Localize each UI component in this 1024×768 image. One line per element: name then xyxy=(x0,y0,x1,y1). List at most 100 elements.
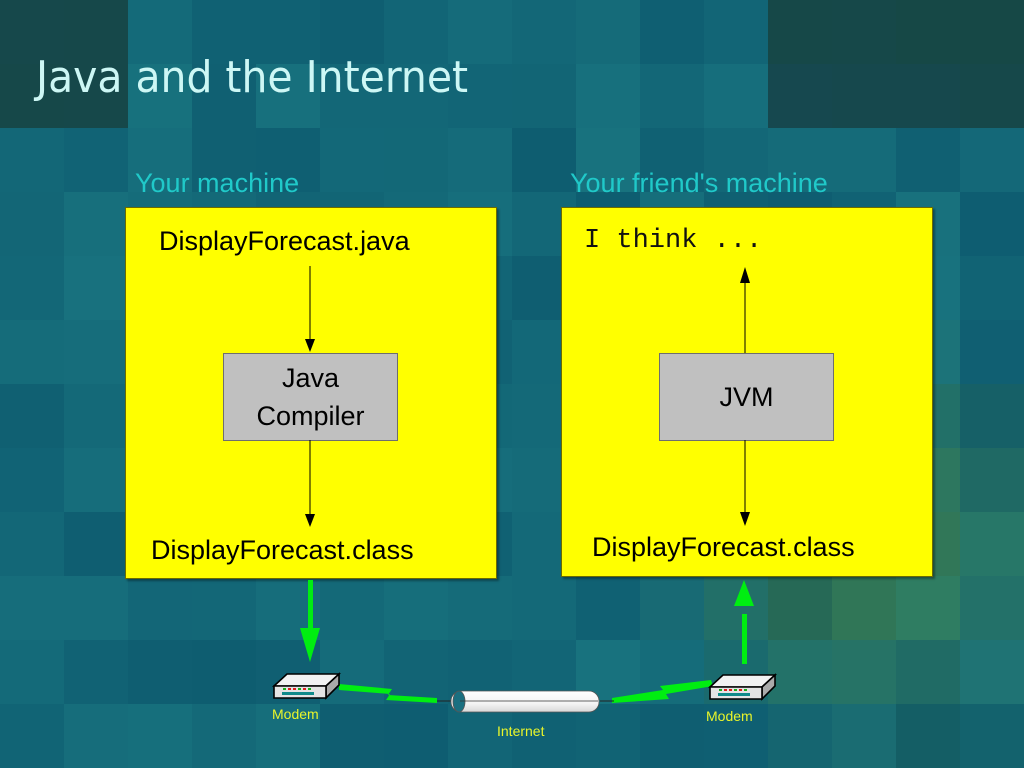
background-tile xyxy=(256,704,321,768)
background-tile xyxy=(192,64,257,129)
compiler-label-line2: Compiler xyxy=(256,401,365,431)
background-tile xyxy=(640,704,705,768)
background-tile xyxy=(768,64,833,129)
left-machine-label: Your machine xyxy=(135,168,300,198)
background-tile xyxy=(512,576,577,641)
background-tile xyxy=(768,128,833,193)
internet-label: Internet xyxy=(497,723,545,739)
background-tile xyxy=(512,64,577,129)
background-tile xyxy=(384,640,449,705)
left-modem-label: Modem xyxy=(272,706,319,722)
background-tile xyxy=(576,640,641,705)
background-tile xyxy=(64,320,129,385)
background-tile xyxy=(0,128,65,193)
background-tile xyxy=(320,128,385,193)
background-tile xyxy=(960,0,1024,65)
background-tile xyxy=(192,0,257,65)
right-class-file-label: DisplayForecast.class xyxy=(592,532,855,562)
background-tile xyxy=(320,704,385,768)
slide-title: Java and the Internet xyxy=(36,52,469,103)
background-tile xyxy=(448,576,513,641)
background-tile xyxy=(384,0,449,65)
background-tile xyxy=(512,704,577,768)
background-tile xyxy=(576,64,641,129)
background-tile xyxy=(0,448,65,513)
background-tile xyxy=(576,128,641,193)
background-tile xyxy=(832,576,897,641)
background-tile xyxy=(256,640,321,705)
background-tile xyxy=(640,0,705,65)
background-tile xyxy=(64,128,129,193)
background-tile xyxy=(960,512,1024,577)
background-tile xyxy=(0,640,65,705)
background-tile xyxy=(768,576,833,641)
background-tile xyxy=(0,64,65,129)
background-tile xyxy=(128,704,193,768)
background-tile xyxy=(704,640,769,705)
java-compiler-box: Java Compiler xyxy=(223,353,398,441)
background-tile xyxy=(384,64,449,129)
source-file-label: DisplayForecast.java xyxy=(159,226,410,256)
background-tile xyxy=(768,704,833,768)
background-tile xyxy=(512,128,577,193)
background-tile xyxy=(256,0,321,65)
background-tile xyxy=(640,128,705,193)
background-tile xyxy=(384,576,449,641)
background-tile xyxy=(960,256,1024,321)
background-tile xyxy=(320,0,385,65)
background-tile xyxy=(704,128,769,193)
background-tile xyxy=(576,0,641,65)
jvm-box: JVM xyxy=(659,353,834,441)
background-tile xyxy=(320,640,385,705)
background-tile xyxy=(64,448,129,513)
background-tile xyxy=(0,512,65,577)
background-tile xyxy=(512,640,577,705)
background-tile xyxy=(704,0,769,65)
background-tile xyxy=(64,640,129,705)
background-tile xyxy=(960,640,1024,705)
background-tile xyxy=(128,576,193,641)
background-tile xyxy=(704,576,769,641)
background-tile xyxy=(0,704,65,768)
background-tile xyxy=(640,640,705,705)
background-tile xyxy=(320,64,385,129)
background-tile xyxy=(960,192,1024,257)
background-tile xyxy=(0,384,65,449)
background-tile xyxy=(832,640,897,705)
left-class-file-label: DisplayForecast.class xyxy=(151,535,414,565)
background-tile xyxy=(448,128,513,193)
background-tile xyxy=(704,704,769,768)
output-text: I think ... xyxy=(584,226,763,256)
background-tile xyxy=(64,576,129,641)
background-tile xyxy=(448,640,513,705)
background-tile xyxy=(192,704,257,768)
background-tile xyxy=(64,192,129,257)
background-tile xyxy=(832,704,897,768)
right-machine-label: Your friend's machine xyxy=(570,168,828,198)
background-tile xyxy=(256,576,321,641)
background-tile xyxy=(640,64,705,129)
background-tile xyxy=(0,320,65,385)
compiler-label-line1: Java xyxy=(281,363,340,393)
background-tile xyxy=(0,0,65,65)
background-tile xyxy=(256,128,321,193)
background-tile xyxy=(896,128,961,193)
background-tile xyxy=(192,640,257,705)
background-tile xyxy=(960,576,1024,641)
background-tile xyxy=(128,0,193,65)
background-tile xyxy=(960,704,1024,768)
background-tile xyxy=(896,640,961,705)
background-tile xyxy=(64,64,129,129)
background-tile xyxy=(768,0,833,65)
background-tile xyxy=(960,384,1024,449)
jvm-label: JVM xyxy=(719,382,774,412)
background-tile xyxy=(896,0,961,65)
background-tile xyxy=(832,0,897,65)
background-tile xyxy=(576,576,641,641)
background-tile xyxy=(512,0,577,65)
background-tile xyxy=(192,128,257,193)
background-tile xyxy=(0,192,65,257)
background-tile xyxy=(128,64,193,129)
background-tile xyxy=(128,640,193,705)
background-tile xyxy=(832,128,897,193)
